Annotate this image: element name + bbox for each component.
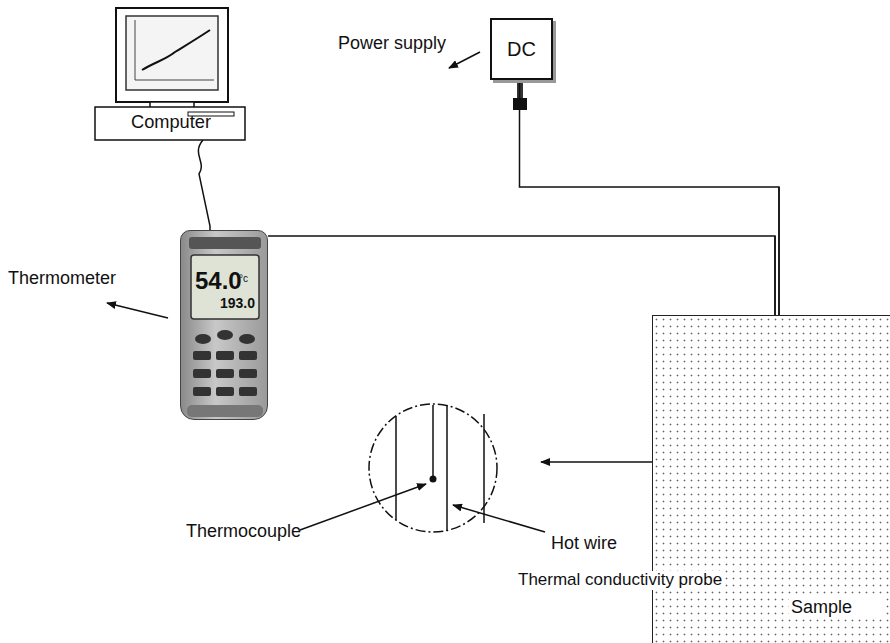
node-text: Computer bbox=[96, 112, 246, 133]
wire bbox=[268, 236, 775, 315]
component-label: Thermometer bbox=[8, 269, 116, 289]
computer-base bbox=[95, 107, 245, 140]
thermometer: 54.0°c 193.0 bbox=[180, 230, 268, 420]
power-supply-box: DC bbox=[490, 18, 553, 80]
sample-block: Sample bbox=[652, 315, 890, 643]
node-text: DC bbox=[492, 38, 551, 61]
node-text: Sample bbox=[789, 597, 883, 618]
monitor bbox=[116, 8, 228, 102]
component-label: Thermocouple bbox=[186, 522, 301, 542]
component-label: Thermal conductivity probe bbox=[516, 571, 724, 590]
node-text: 193.0 bbox=[201, 295, 255, 311]
node-text: 54.0 bbox=[195, 267, 242, 295]
component-label: Hot wire bbox=[551, 534, 617, 554]
wire bbox=[520, 80, 780, 315]
graph-curve bbox=[142, 30, 210, 70]
thermometer-body bbox=[181, 231, 269, 421]
node-text: °c bbox=[239, 273, 255, 285]
component-label: Power supply bbox=[338, 34, 446, 54]
computer-base: Computer bbox=[95, 107, 245, 140]
wire bbox=[198, 140, 210, 230]
